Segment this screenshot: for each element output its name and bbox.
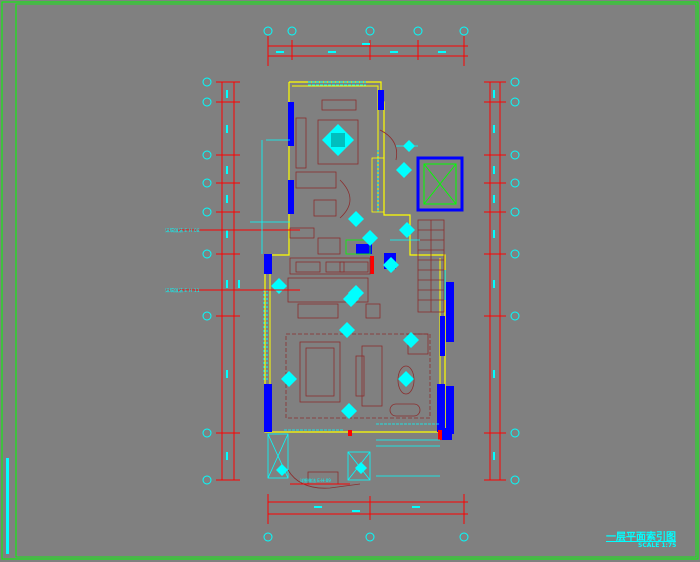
- title-underline: [606, 541, 676, 542]
- bottom-dimension-group: [267, 494, 468, 524]
- drawing-border-inner: [15, 3, 697, 558]
- callout-left-lower: 详细做法 E-H-11: [165, 287, 200, 294]
- drawing-scale: SCALE 1:75: [638, 542, 677, 549]
- living-room-furniture: [295, 99, 398, 219]
- staircase: [417, 219, 445, 313]
- bottom-grid-bubbles: [263, 532, 469, 542]
- right-grid-bubbles: [510, 77, 520, 485]
- right-dimension-group: [484, 81, 506, 481]
- callout-left-upper: 详细做法 E-H-08: [165, 227, 200, 234]
- top-dimension-group: [267, 36, 468, 66]
- callout-leaders: [166, 229, 350, 485]
- structural-columns: [264, 90, 454, 440]
- left-grid-bubbles: [202, 77, 212, 485]
- windows: [263, 81, 446, 380]
- left-margin-bar: [6, 458, 9, 554]
- title-block: 一层平面索引图 SCALE 1:75: [606, 528, 676, 549]
- callout-bottom: 详细做法 E-H-09: [300, 477, 331, 483]
- top-grid-bubbles: [263, 26, 469, 36]
- drawing-title: 一层平面索引图: [606, 532, 676, 543]
- elevator-shaft: [416, 156, 464, 212]
- left-dimension-group: [216, 81, 240, 481]
- floor-plan: [166, 81, 464, 489]
